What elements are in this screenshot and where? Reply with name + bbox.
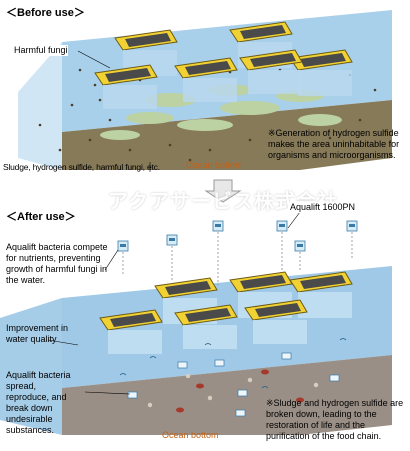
aqualift-device-icon bbox=[237, 389, 248, 397]
shell-icon bbox=[147, 373, 319, 408]
after-leaders bbox=[47, 211, 301, 395]
bacteria-squiggles bbox=[119, 338, 347, 389]
fish-cages-after bbox=[99, 271, 353, 354]
aqualift-device-icon bbox=[276, 220, 288, 232]
aqualift-device-icon bbox=[117, 240, 129, 252]
ocean-bottom-before: Ocean bottom bbox=[186, 160, 243, 170]
watermark: アクアサービス株式会社 bbox=[108, 191, 338, 213]
label-spread: Aqualift bacteria spread, reproduce, and… bbox=[6, 370, 71, 435]
aqualift-devices bbox=[117, 220, 358, 252]
fish-cages-before bbox=[94, 21, 353, 109]
ocean-bottom-after: Ocean bottom bbox=[162, 430, 219, 440]
aqualift-device-icon bbox=[214, 359, 225, 367]
label-compete: Aqualift bacteria compete for nutrients,… bbox=[6, 242, 108, 285]
before-title: ＜Before use＞ bbox=[6, 7, 85, 19]
label-sludge: Sludge, hydrogen sulfide, harmful fungi,… bbox=[3, 162, 160, 172]
device-drop-lines bbox=[122, 232, 353, 285]
crab-icon bbox=[176, 369, 304, 413]
aqualift-device-icon bbox=[212, 220, 224, 232]
label-improve: Improvement in water quality bbox=[6, 323, 69, 344]
label-product: Aqualift 1600PN bbox=[288, 202, 358, 213]
aqualift-device-icon bbox=[177, 361, 188, 369]
note-after: ※Sludge and hydrogen sulfide are broken … bbox=[266, 398, 404, 441]
label-harmful-fungi: Harmful fungi bbox=[14, 45, 68, 56]
aqualift-device-icon bbox=[281, 352, 292, 360]
water-front-face bbox=[18, 42, 62, 170]
aqualift-device-icon bbox=[166, 234, 178, 246]
note-before: ※Generation of hydrogen sulfide makes th… bbox=[268, 128, 400, 160]
aqualift-device-icon bbox=[235, 409, 246, 417]
seabed-after bbox=[62, 355, 392, 435]
seabed-objects bbox=[119, 338, 347, 417]
aqualift-device-icon bbox=[329, 374, 340, 382]
fungi-leader bbox=[77, 50, 111, 69]
after-title: ＜After use＞ bbox=[6, 211, 76, 223]
water-front-face-after bbox=[0, 298, 62, 435]
aqualift-device-icon bbox=[346, 220, 358, 232]
aqualift-device-icon bbox=[127, 391, 138, 399]
aqualift-device-icon bbox=[294, 240, 306, 252]
